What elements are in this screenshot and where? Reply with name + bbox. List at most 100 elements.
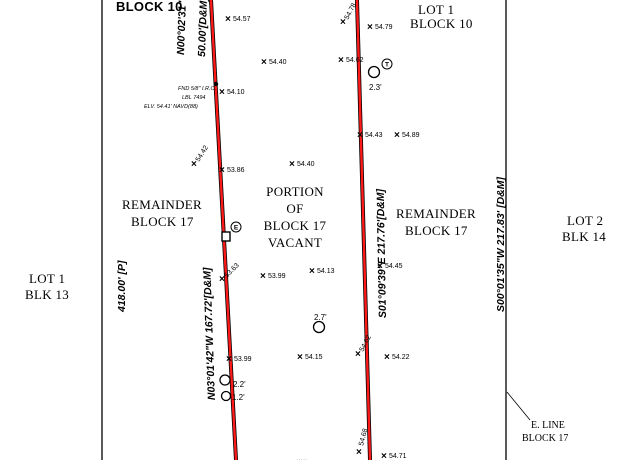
svg-text:54.79: 54.79 bbox=[375, 24, 393, 31]
label-eline-2: BLOCK 17 bbox=[522, 433, 568, 444]
svg-text:×: × bbox=[261, 57, 267, 68]
label-block10-top-left: BLOCK 10 bbox=[116, 0, 183, 14]
svg-text:×: × bbox=[377, 261, 383, 272]
svg-text:×: × bbox=[191, 159, 197, 170]
label-remainder-left-2: BLOCK 17 bbox=[131, 214, 194, 229]
svg-text:×: × bbox=[309, 266, 315, 277]
tree-symbol bbox=[220, 390, 232, 402]
tree-symbol bbox=[219, 374, 231, 386]
spot-elevation: ×54.22 bbox=[384, 352, 410, 363]
svg-text:54.10: 54.10 bbox=[227, 89, 245, 96]
svg-text:53.86: 53.86 bbox=[227, 167, 245, 174]
tree-symbol bbox=[367, 65, 381, 79]
tree-size-label: 1.2' bbox=[232, 393, 245, 402]
svg-text:×: × bbox=[219, 274, 225, 285]
svg-text:×: × bbox=[289, 159, 295, 170]
west-boundary bbox=[209, 0, 238, 460]
svg-text:×: × bbox=[367, 22, 373, 33]
spot-elevation: ×54.10 bbox=[219, 87, 245, 98]
svg-text:×: × bbox=[357, 130, 363, 141]
label-lot1-blk13-2: BLK 13 bbox=[25, 287, 69, 302]
label-portion-2: OF bbox=[286, 201, 303, 216]
svg-text:54.15: 54.15 bbox=[305, 354, 323, 361]
clipped-bottom-label: ····· bbox=[296, 457, 308, 460]
spot-elevation: ×54.57 bbox=[225, 14, 251, 25]
telephone-symbol-icon bbox=[381, 58, 393, 70]
parcel-boundary-lines bbox=[209, 0, 372, 460]
spot-elevation: ×54.45 bbox=[377, 261, 403, 272]
spot-elevation: ×54.68 bbox=[356, 428, 369, 458]
tree-size-label: 2.3' bbox=[369, 83, 382, 92]
found-iron-rod bbox=[213, 81, 219, 87]
spot-elevation: ×54.40 bbox=[261, 57, 287, 68]
east-boundary bbox=[355, 0, 372, 460]
bearing-right-line: S00°01'35"W 217.83' [D&M] bbox=[495, 177, 507, 312]
label-lot1-blk13-1: LOT 1 bbox=[29, 271, 65, 286]
label-portion-1: PORTION bbox=[266, 184, 324, 199]
tree-symbol bbox=[312, 320, 326, 334]
spot-elevation: ×54.42 bbox=[191, 144, 210, 170]
spot-elevation: ×54.40 bbox=[289, 159, 315, 170]
spot-elevation: ×54.62 bbox=[338, 55, 364, 66]
spot-elevation: ×54.43 bbox=[357, 130, 383, 141]
tree-size-label: 2.7' bbox=[314, 313, 327, 322]
spot-elevation: ×53.86 bbox=[219, 165, 245, 176]
label-lot1-block10-2: BLOCK 10 bbox=[410, 16, 473, 31]
spot-elevation: ×54.78 bbox=[340, 2, 358, 28]
bearing-center-line: S01°09'39"E 217.76'[D&M] bbox=[375, 188, 389, 318]
spot-elevation: ×53.99 bbox=[226, 354, 252, 365]
svg-text:×: × bbox=[355, 349, 361, 360]
svg-text:54.68: 54.68 bbox=[358, 428, 369, 447]
svg-text:×: × bbox=[340, 17, 346, 28]
svg-text:54.22: 54.22 bbox=[392, 354, 410, 361]
svg-text:×: × bbox=[381, 451, 387, 460]
spot-elevation: ×54.15 bbox=[297, 352, 323, 363]
electric-symbol-letter: E bbox=[234, 225, 239, 232]
found-note-3: ELV. 54.41' NAVD(88) bbox=[144, 104, 198, 110]
svg-text:54.45: 54.45 bbox=[385, 263, 403, 270]
electric-symbol-icon bbox=[230, 221, 242, 233]
label-lot2-1: LOT 2 bbox=[567, 213, 603, 228]
svg-text:54.43: 54.43 bbox=[365, 132, 383, 139]
spot-elevation: ×54.62 bbox=[355, 334, 373, 360]
bearing-left-line: N03°01'42"W 167.72'[D&M] bbox=[201, 267, 218, 400]
svg-text:×: × bbox=[225, 14, 231, 25]
svg-text:54.13: 54.13 bbox=[317, 268, 335, 275]
label-eline-1: E. LINE bbox=[531, 420, 565, 431]
label-remainder-left-1: REMAINDER bbox=[122, 197, 202, 212]
svg-text:×: × bbox=[356, 447, 362, 458]
svg-text:54.62: 54.62 bbox=[346, 57, 364, 64]
tree-size-label: 2.2' bbox=[233, 380, 246, 389]
label-portion-3: BLOCK 17 bbox=[264, 218, 327, 233]
telephone-symbol-letter: T bbox=[385, 62, 389, 69]
found-note-1: FND 5/8" I.R.C. bbox=[178, 86, 216, 92]
spot-elevation: ×54.13 bbox=[309, 266, 335, 277]
svg-text:×: × bbox=[219, 87, 225, 98]
spot-elevation: ×53.99 bbox=[260, 271, 286, 282]
bearing-top-left: N00°02'31" bbox=[175, 0, 189, 55]
spot-elevation: ×54.89 bbox=[394, 130, 420, 141]
distance-top-left: 50.00'[D&M] bbox=[196, 0, 210, 57]
label-remainder-right-2: BLOCK 17 bbox=[405, 223, 468, 238]
svg-text:×: × bbox=[226, 354, 232, 365]
svg-text:×: × bbox=[297, 352, 303, 363]
svg-text:×: × bbox=[394, 130, 400, 141]
label-remainder-right-1: REMAINDER bbox=[396, 206, 476, 221]
label-portion-4: VACANT bbox=[268, 235, 322, 250]
spot-elevation: ×54.71 bbox=[381, 451, 407, 460]
svg-text:×: × bbox=[219, 165, 225, 176]
svg-text:53.99: 53.99 bbox=[268, 273, 286, 280]
found-note-2: LBL 7494 bbox=[182, 95, 205, 101]
label-lot2-2: BLK 14 bbox=[562, 229, 606, 244]
svg-text:×: × bbox=[384, 352, 390, 363]
spot-elevation: ×54.79 bbox=[367, 22, 393, 33]
svg-text:54.57: 54.57 bbox=[233, 16, 251, 23]
svg-text:54.40: 54.40 bbox=[269, 59, 287, 66]
svg-text:54.62: 54.62 bbox=[359, 334, 373, 353]
svg-text:×: × bbox=[260, 271, 266, 282]
svg-text:54.89: 54.89 bbox=[402, 132, 420, 139]
svg-text:54.42: 54.42 bbox=[195, 144, 210, 163]
eline-leader bbox=[506, 391, 531, 421]
svg-text:×: × bbox=[338, 55, 344, 66]
